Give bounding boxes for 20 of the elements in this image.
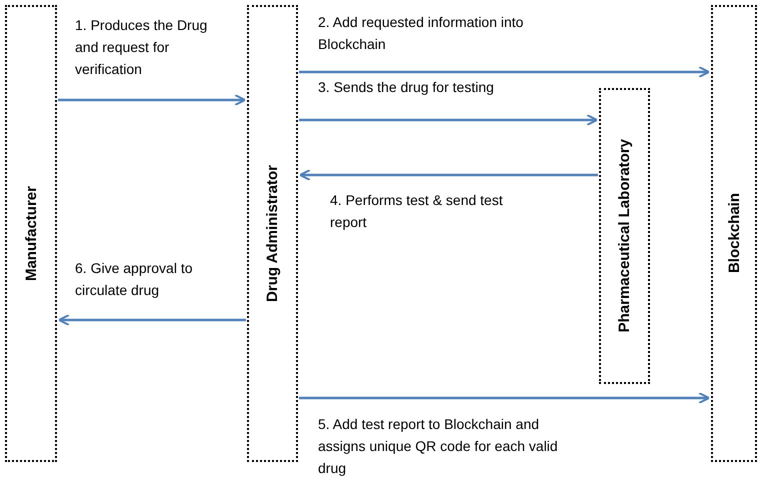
edge-label: 6. Give approval to circulate drug bbox=[75, 259, 194, 300]
edge-label: 1. Produces the Drug and request for verification bbox=[75, 16, 208, 79]
edge-label: 2. Add requested information into Blockchain bbox=[318, 13, 524, 54]
arrow bbox=[299, 114, 598, 126]
lifeline-title: Pharmaceutical Laboratory bbox=[616, 139, 633, 333]
edge-label: 4. Performs test & send test report bbox=[330, 191, 504, 232]
arrow bbox=[299, 169, 598, 181]
lifeline-box bbox=[5, 5, 57, 462]
lifeline-box bbox=[599, 88, 650, 384]
arrow bbox=[299, 66, 710, 78]
lifeline-box bbox=[247, 5, 298, 462]
lifeline-box bbox=[711, 5, 757, 462]
arrow bbox=[58, 94, 246, 106]
edge-label: 3. Sends the drug for testing bbox=[318, 78, 495, 97]
lifeline-title: Blockchain bbox=[726, 193, 742, 274]
edge-label: 5. Add test report to Blockchain and assigns unique QR code for each valid drug bbox=[318, 415, 559, 478]
arrow bbox=[58, 314, 246, 326]
lifeline-title: Manufacturer bbox=[22, 186, 40, 282]
lifeline-title: Drug Administrator bbox=[264, 165, 281, 302]
arrow bbox=[299, 392, 710, 404]
